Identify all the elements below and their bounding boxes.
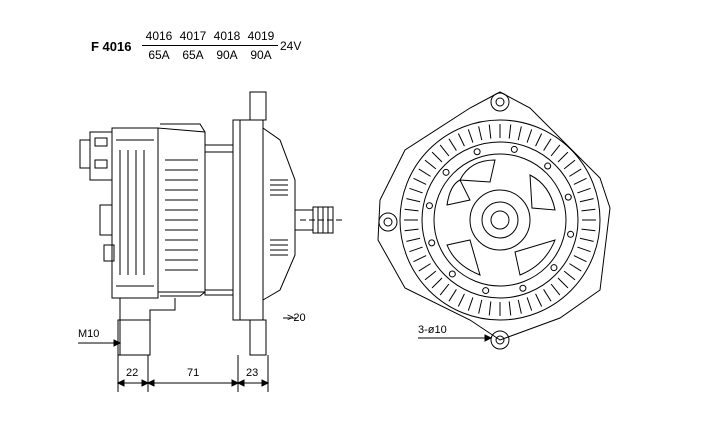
vent-slot — [439, 144, 450, 157]
vent-slot — [418, 168, 431, 177]
vent-slot — [413, 255, 427, 263]
vent-slot — [448, 289, 457, 302]
ring-hole — [544, 162, 552, 170]
vent-slot — [488, 124, 492, 139]
vent-slot — [581, 228, 596, 232]
vent-slot — [478, 299, 483, 314]
vent-slot — [448, 138, 457, 151]
vent-slot — [557, 277, 569, 289]
vent-slot — [439, 283, 450, 296]
vent-slot — [563, 270, 576, 281]
vent-slot — [579, 237, 594, 242]
variant-current: 65A — [182, 48, 204, 62]
vent-slot — [579, 198, 594, 203]
ring-hole — [564, 193, 572, 201]
vent-slot — [557, 151, 569, 163]
variant-code: 4019 — [244, 30, 278, 46]
vent-slot — [409, 187, 423, 194]
vent-slot — [577, 246, 591, 253]
vent-slot — [550, 283, 561, 296]
vent-slot — [550, 144, 561, 157]
vent-slot — [424, 270, 437, 281]
vent-slot — [467, 297, 474, 311]
vent-slot — [508, 301, 512, 316]
vent-slot — [526, 129, 533, 143]
ring-hole — [482, 287, 490, 295]
variant-current: 90A — [216, 48, 238, 62]
variant-code: 4017 — [176, 30, 210, 46]
variant-4016: 4016 65A — [142, 30, 176, 62]
vent-slot — [457, 293, 465, 307]
vent-slot — [517, 299, 522, 314]
variant-4019: 4019 90A — [244, 30, 278, 62]
vent-slot — [569, 263, 582, 272]
thread-label: M10 — [78, 328, 100, 340]
variant-current: 90A — [250, 48, 272, 62]
vent-slot — [577, 187, 591, 194]
vent-slot — [573, 255, 587, 263]
ring-hole — [567, 230, 575, 238]
vent-slot — [406, 198, 421, 203]
side-view — [79, 91, 345, 356]
vent-slot — [404, 228, 419, 232]
vent-slot — [404, 208, 419, 212]
vent-slot — [431, 277, 443, 289]
vent-slot — [488, 301, 492, 316]
vent-slot — [424, 159, 437, 170]
vent-slot — [517, 126, 522, 141]
variant-code: 4018 — [210, 30, 244, 46]
voltage-label: 24V — [280, 39, 302, 53]
vent-slot — [535, 133, 543, 147]
vent-slot — [581, 208, 596, 212]
holes-label: 3-ø10 — [418, 324, 447, 336]
dimension-22: 22 — [126, 367, 139, 379]
dimension-71: 71 — [187, 367, 200, 379]
vent-slot — [478, 126, 483, 141]
ring-hole — [550, 264, 558, 272]
dimension-23: 23 — [246, 367, 259, 379]
dimension-lines — [78, 317, 297, 392]
ring-hole — [425, 202, 433, 210]
vent-slot — [418, 263, 431, 272]
ring-hole — [473, 148, 481, 156]
model-number: F 4016 — [91, 39, 132, 54]
ring-hole — [448, 270, 456, 278]
ring-hole — [442, 168, 450, 176]
vent-slot — [413, 177, 427, 185]
variant-4017: 4017 65A — [176, 30, 210, 62]
vent-slot — [431, 151, 443, 163]
flange-dimension: >20 — [287, 312, 306, 324]
ring-hole — [510, 145, 518, 153]
vent-slot — [406, 237, 421, 242]
front-view — [377, 91, 611, 350]
variant-current: 65A — [148, 48, 170, 62]
vent-slot — [535, 293, 543, 307]
ring-hole — [428, 239, 436, 247]
vent-slot — [409, 246, 423, 253]
vent-slot — [569, 168, 582, 177]
vent-slot — [543, 138, 552, 151]
vent-slot — [526, 297, 533, 311]
vent-slot — [508, 124, 512, 139]
ring-hole — [519, 284, 527, 292]
variant-code: 4016 — [142, 30, 176, 46]
vent-slot — [457, 133, 465, 147]
vent-slot — [573, 177, 587, 185]
variant-4018: 4018 90A — [210, 30, 244, 62]
vent-slot — [563, 159, 576, 170]
vent-slot — [543, 289, 552, 302]
vent-slot — [467, 129, 474, 143]
